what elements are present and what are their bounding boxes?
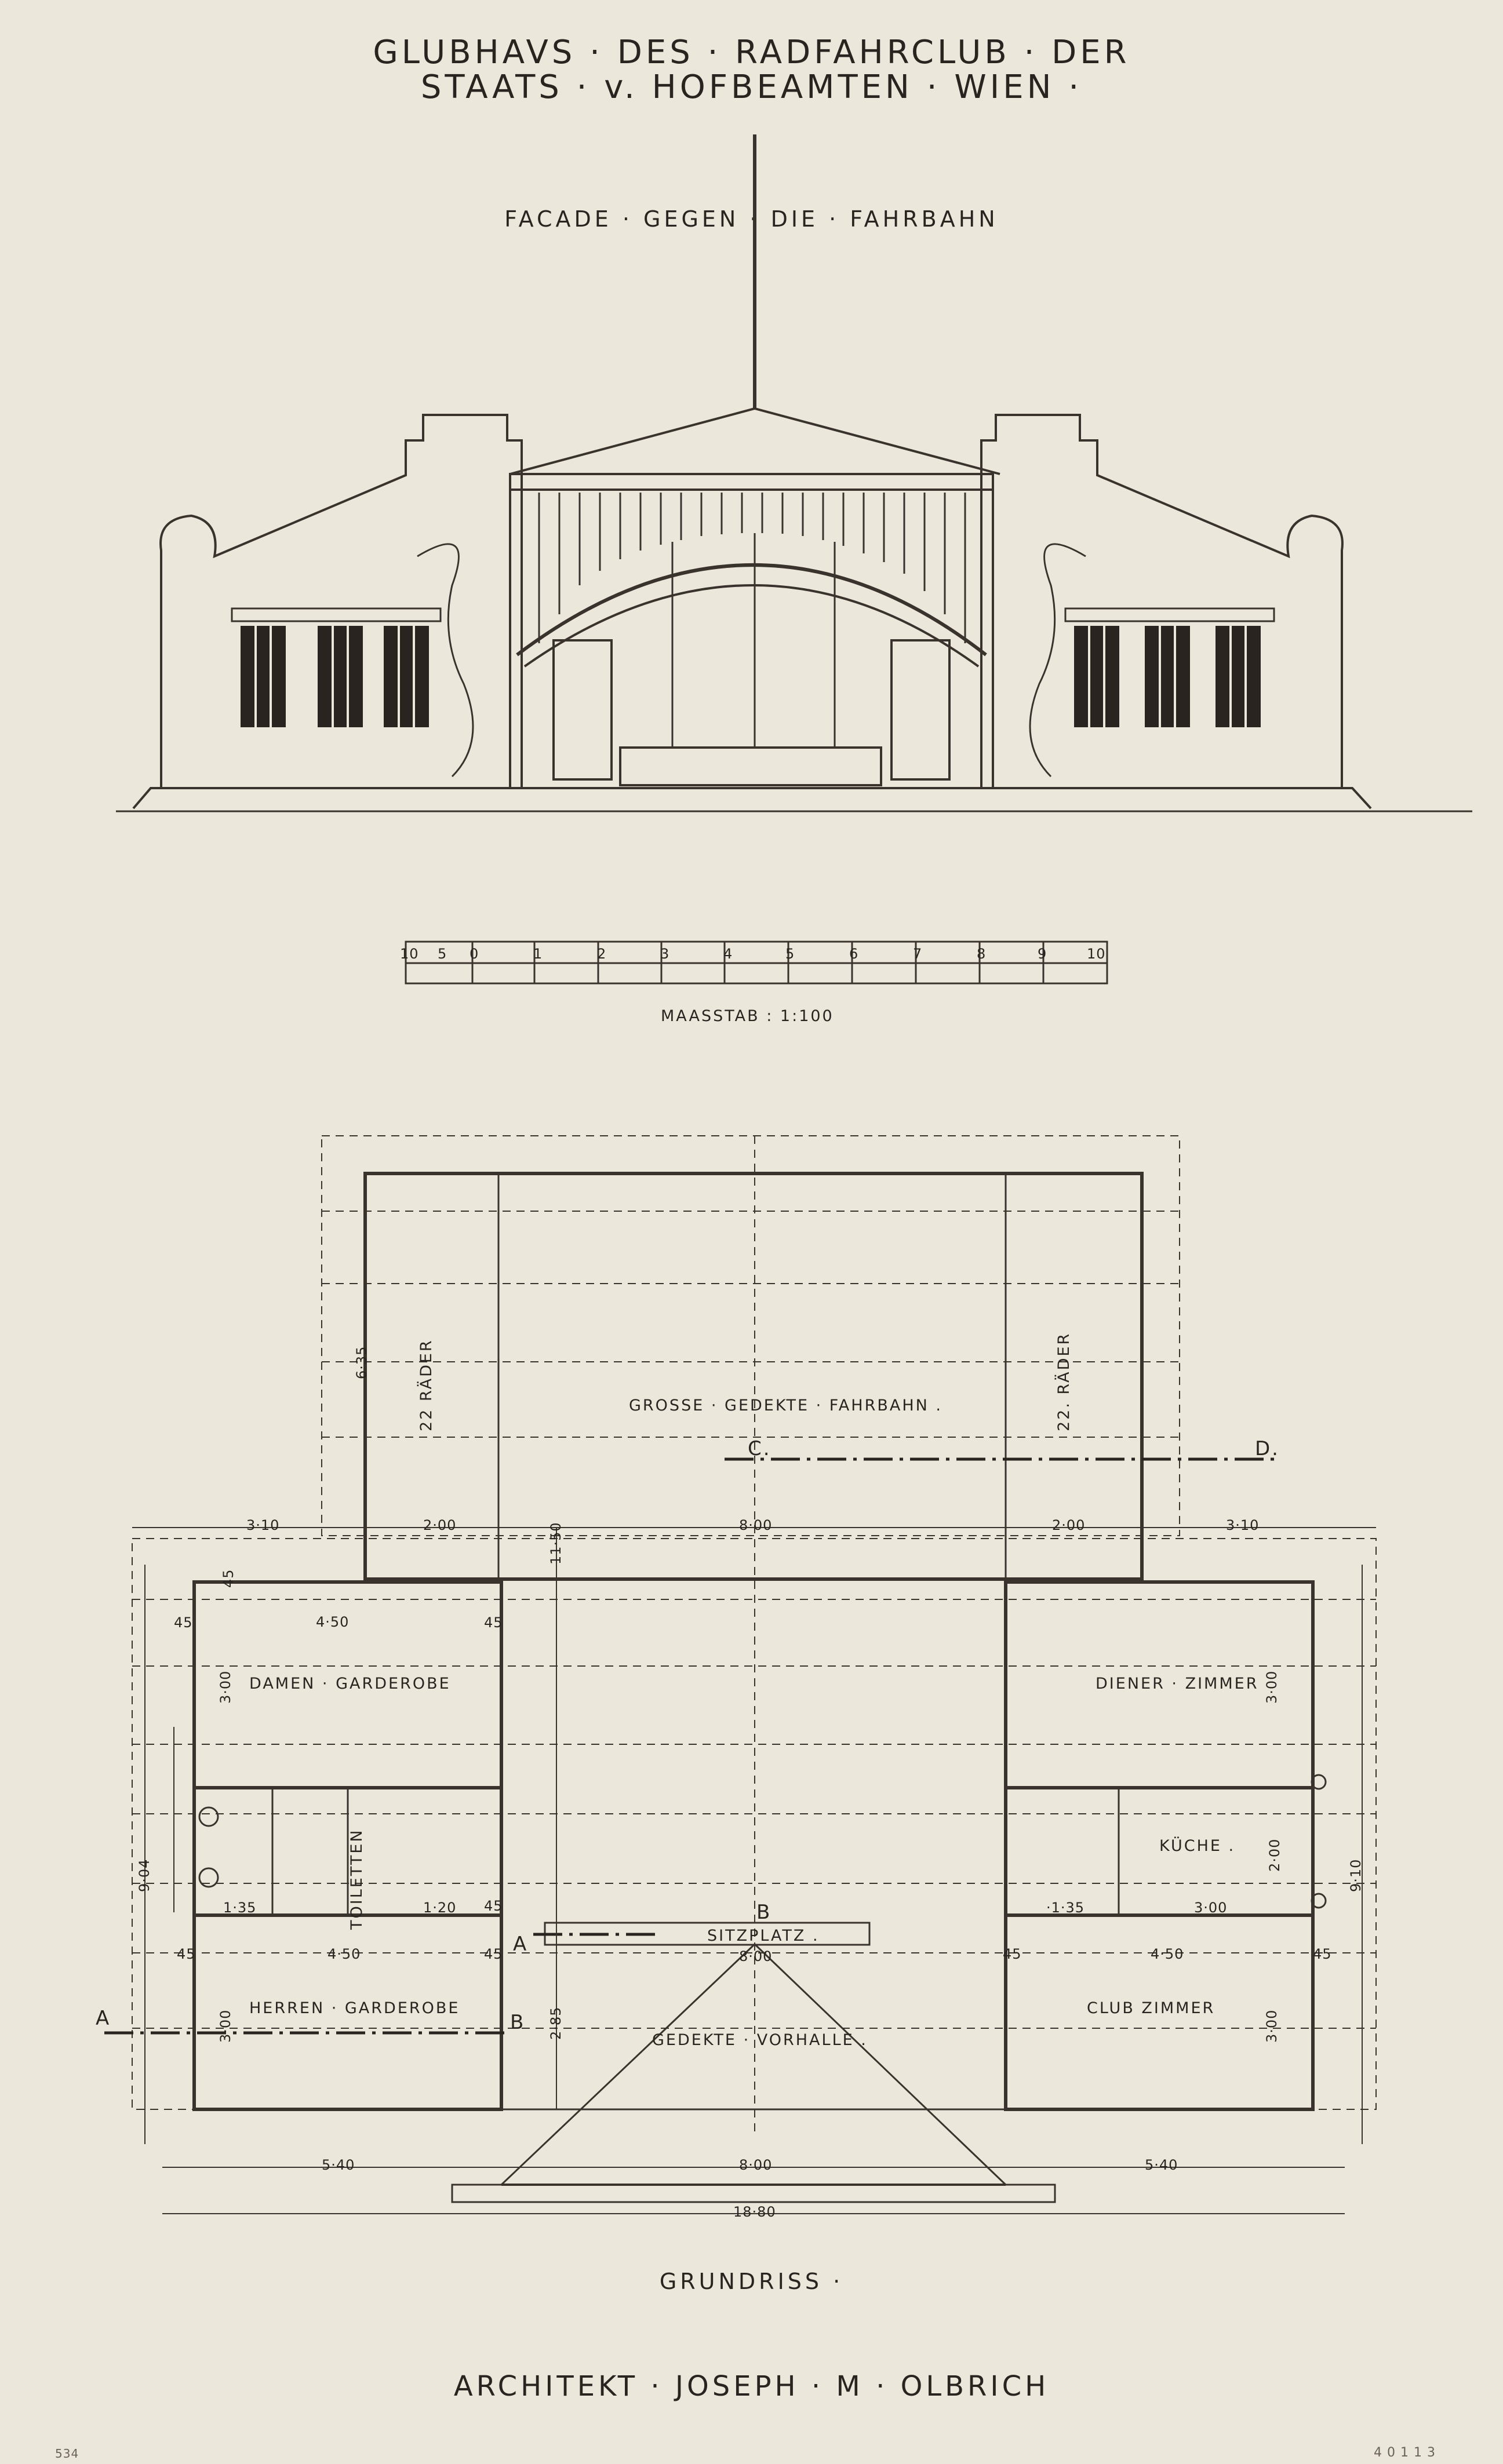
dim-label: 2·00 xyxy=(1052,1517,1086,1533)
window-mullions xyxy=(254,626,1247,727)
section-marker-c: C. xyxy=(748,1437,771,1460)
scale-tick: 0 xyxy=(470,946,479,962)
right-pavilion xyxy=(980,414,1344,789)
plan-caption: GRUNDRISS · xyxy=(659,2269,844,2294)
dim-label: 2·00 xyxy=(423,1517,457,1533)
room-label-ladies-cloakroom: DAMEN · GARDEROBE xyxy=(249,1675,451,1693)
bike-label-left: 22 RÄDER xyxy=(417,1339,435,1431)
dim-label: 4·50 xyxy=(1151,1946,1184,1962)
dim-label: 3·00 xyxy=(1264,1670,1280,1704)
portal-slats xyxy=(538,493,966,748)
title-line-2: STAATS · v. HOFBEAMTEN · WIEN · xyxy=(420,68,1083,106)
section-marker-a-inner: A xyxy=(513,1933,529,1956)
scale-tick: 10 xyxy=(400,946,419,962)
bike-label-right: 22. RÄDER xyxy=(1055,1332,1073,1431)
dim-label: 45 xyxy=(220,1569,236,1588)
dim-label: 45 xyxy=(174,1614,193,1631)
dim-label: 8·00 xyxy=(739,1517,773,1533)
dim-label: 2·85 xyxy=(548,2006,564,2040)
architect-signature: ARCHITEKT · JOSEPH · M · OLBRICH xyxy=(453,2370,1050,2403)
right-windows xyxy=(1064,607,1275,727)
left-pavilion xyxy=(159,414,523,789)
fixtures xyxy=(198,1774,1327,1909)
left-windows xyxy=(231,607,442,727)
dim-label: 6·35 xyxy=(354,1346,370,1379)
dim-label: 4·50 xyxy=(316,1614,350,1630)
room-label-servant-room: DIENER · ZIMMER xyxy=(1096,1675,1259,1693)
scale-tick: 5 xyxy=(438,946,447,962)
walls xyxy=(192,1172,1315,2203)
scale-tick: 3 xyxy=(660,946,670,962)
scale-tick: 4 xyxy=(723,946,733,962)
dim-label: 1·20 xyxy=(423,1900,457,1916)
room-label-gents-cloakroom: HERREN · GARDEROBE xyxy=(249,1999,460,2017)
scale-tick: 7 xyxy=(913,946,923,962)
scale-tick: 5 xyxy=(785,946,795,962)
dim-label: 45 xyxy=(484,1898,503,1914)
section-marker-a: A xyxy=(96,2007,111,2030)
scale-tick: 10 xyxy=(1087,946,1106,962)
dimension-lines xyxy=(132,1527,1376,2214)
dim-label: 45 xyxy=(484,1946,503,1962)
dim-label: 5·40 xyxy=(322,2157,355,2173)
dim-label: 18·80 xyxy=(733,2204,776,2220)
scale-tick: 2 xyxy=(597,946,607,962)
section-lines xyxy=(104,1457,1275,2035)
dim-label: 45 xyxy=(1003,1946,1022,1962)
roof-ridge xyxy=(510,407,1000,475)
scale-tick: 9 xyxy=(1038,946,1047,962)
dim-label: 3·10 xyxy=(1226,1517,1260,1533)
room-label-seating: SITZPLATZ . xyxy=(707,1927,820,1945)
room-label-toilets: TOILETTEN xyxy=(348,1828,366,1930)
dim-label: 8·00 xyxy=(739,1948,773,1964)
dim-label: 4·50 xyxy=(327,1946,361,1962)
dim-label: 1·35 xyxy=(223,1900,257,1916)
dim-label: 11·50 xyxy=(548,1522,564,1565)
section-marker-b: B xyxy=(756,1901,772,1924)
title-line-1: GLUBHAVS · DES · RADFAHRCLUB · DER xyxy=(373,34,1130,71)
margin-note-right: 4 0 1 1 3 xyxy=(1374,2445,1436,2460)
roof-outline xyxy=(132,1135,1377,2133)
dim-label: 45 xyxy=(1313,1946,1332,1962)
elevation-heading: FACADE · GEGEN · DIE · FAHRBAHN xyxy=(504,206,999,232)
dim-label: 45 xyxy=(177,1946,196,1962)
dim-label: 3·00 xyxy=(1264,2009,1280,2043)
dim-label: 3·00 xyxy=(217,2009,234,2043)
scale-tick: 8 xyxy=(977,946,987,962)
dim-label: 8·00 xyxy=(739,2157,773,2173)
dim-label: 9·10 xyxy=(1348,1858,1364,1892)
dim-label: 45 xyxy=(484,1614,503,1631)
margin-note-left: 534 xyxy=(55,2447,79,2461)
room-label-covered-hall: GEDEKTE · VORHALLE . xyxy=(652,2031,868,2049)
scale-tick: 1 xyxy=(533,946,543,962)
portal-arch xyxy=(516,563,987,657)
dim-label: 3·00 xyxy=(1194,1900,1228,1916)
dim-label: 5·40 xyxy=(1145,2157,1178,2173)
room-label-track: GROSSE · GEDEKTE · FAHRBAHN . xyxy=(629,1397,943,1415)
room-label-club-room: CLUB ZIMMER xyxy=(1087,1999,1215,2017)
dim-label: ·1·35 xyxy=(1046,1900,1085,1916)
room-label-kitchen: KÜCHE . xyxy=(1159,1837,1236,1855)
dim-label: 3·10 xyxy=(246,1517,280,1533)
dim-label: 3·00 xyxy=(217,1670,234,1704)
section-marker-d: D. xyxy=(1255,1437,1280,1460)
scale-caption: MAASSTAB : 1:100 xyxy=(661,1007,834,1025)
dim-label: 2·00 xyxy=(1267,1838,1283,1872)
section-marker-b-lower: B xyxy=(510,2011,526,2034)
scale-tick: 6 xyxy=(849,946,859,962)
dim-label: 9·04 xyxy=(136,1858,152,1892)
